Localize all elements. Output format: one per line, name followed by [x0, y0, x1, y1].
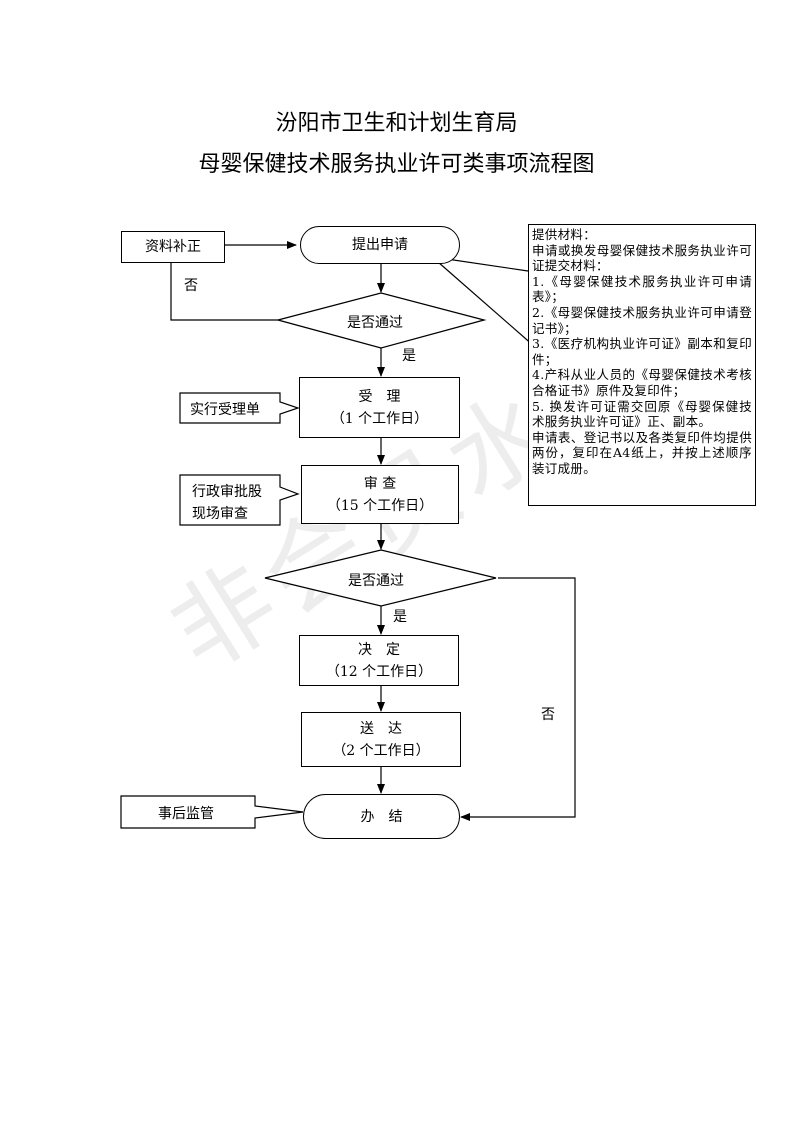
decision2-no-label: 否 — [541, 707, 555, 723]
supervise-callout — [120, 795, 304, 829]
page-subtitle: 母婴保健技术服务执业许可类事项流程图 — [198, 152, 595, 177]
review-days: （15 个工作日） — [326, 497, 434, 514]
accept-title: 受 理 — [358, 388, 401, 405]
decision1-diamond — [275, 292, 487, 349]
accept-side-callout — [179, 392, 300, 424]
materials-line: 申请或换发母婴保健技术服务执业许可证提交材料： — [532, 242, 752, 274]
decision2-label: 是否通过 — [348, 573, 404, 589]
review-side-callout — [179, 474, 300, 526]
materials-line: 2.《母婴保健技术服务执业许可申请登记书》； — [532, 304, 752, 336]
decision2-diamond — [264, 549, 497, 607]
materials-line: 申请表、登记书以及各类复印件均提供两份，复印在A4纸上，并按上述顺序装订成册。 — [532, 429, 752, 476]
accept-node: 受 理 （1 个工作日） — [299, 377, 460, 438]
decision2-yes-label: 是 — [393, 609, 407, 625]
accept-side-label: 实行受理单 — [190, 402, 260, 418]
decide-title: 决 定 — [358, 641, 400, 658]
decide-node: 决 定 （12 个工作日） — [299, 635, 459, 686]
callout-line-1 — [439, 257, 529, 272]
materials-line: 5. 换发许可证需交回原《母婴保健技术服务执业许可证》正、副本。 — [532, 398, 752, 430]
review-side-label-2: 现场审查 — [192, 506, 248, 522]
page-title: 汾阳市卫生和计划生育局 — [275, 111, 518, 136]
review-title: 审 查 — [363, 475, 397, 492]
materials-note: 提供材料： 申请或换发母婴保健技术服务执业许可证提交材料： 1.《母婴保健技术服… — [528, 224, 756, 506]
finish-label: 办 结 — [360, 808, 403, 825]
materials-line: 3.《医疗机构执业许可证》副本和复印件； — [532, 336, 752, 367]
deliver-title: 送 达 — [360, 720, 402, 737]
review-node: 审 查 （15 个工作日） — [301, 465, 459, 524]
line-decision1-no-to-supplement — [170, 263, 278, 321]
deliver-node: 送 达 （2 个工作日） — [301, 712, 461, 767]
callout-line-2 — [437, 261, 535, 347]
apply-label: 提出申请 — [352, 237, 408, 253]
review-side-label-1: 行政审批股 — [192, 484, 262, 500]
materials-line: 1.《母婴保健技术服务执业许可申请表》； — [532, 273, 752, 305]
supplement-label: 资料补正 — [145, 239, 201, 255]
decide-days: （12 个工作日） — [325, 663, 433, 680]
supervise-label: 事后监管 — [158, 806, 214, 822]
arrow-decision2-no-to-finish — [460, 577, 576, 821]
finish-node: 办 结 — [303, 794, 460, 839]
decision1-yes-label: 是 — [402, 348, 416, 364]
decision1-no-label: 否 — [184, 278, 198, 294]
supplement-box: 资料补正 — [121, 231, 225, 263]
materials-line: 4.产科从业人员的《母婴保健技术考核合格证书》原件及复印件； — [532, 367, 752, 398]
materials-line: 提供材料： — [532, 227, 597, 242]
accept-days: （1 个工作日） — [330, 410, 429, 427]
deliver-days: （2 个工作日） — [332, 742, 430, 759]
apply-node: 提出申请 — [300, 226, 460, 264]
decision1-label: 是否通过 — [347, 315, 403, 331]
